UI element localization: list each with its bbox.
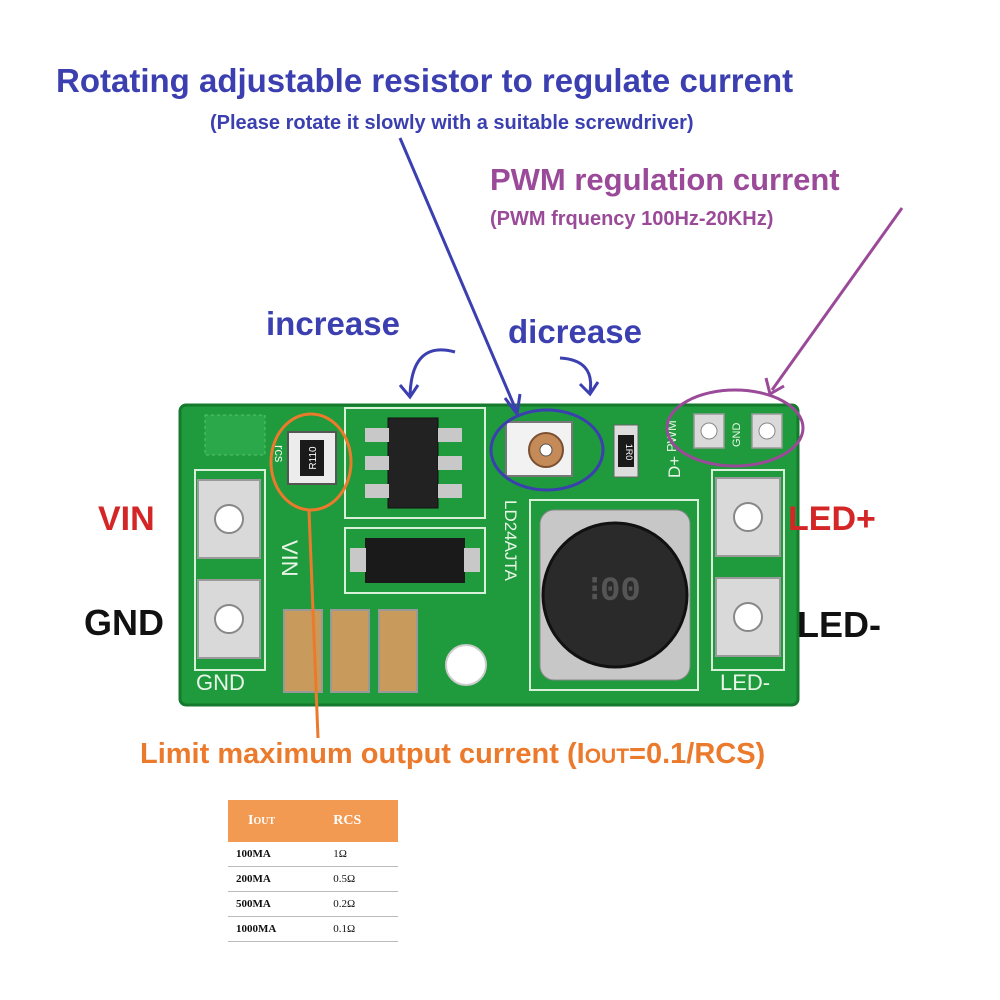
title-annotation: Rotating adjustable resistor to regulate… bbox=[56, 62, 794, 99]
diode bbox=[365, 538, 465, 583]
ic-pin bbox=[438, 484, 462, 498]
inductor-marking: ⁝00 bbox=[589, 573, 641, 611]
highlight-rcs bbox=[269, 412, 353, 512]
ic-pin bbox=[438, 428, 462, 442]
table-cell-rcs: 0.2Ω bbox=[313, 891, 398, 917]
table-header-iout: IOUT bbox=[228, 800, 314, 842]
increase-arrow bbox=[408, 348, 456, 396]
subtitle-annotation: (Please rotate it slowly with a suitable… bbox=[210, 112, 694, 134]
silk-led-minus: LED- bbox=[720, 670, 770, 695]
table-header-rcs: RCS bbox=[313, 800, 398, 842]
limit-suffix: =0.1/RCS) bbox=[629, 738, 766, 770]
table-row: 200MA 0.5Ω bbox=[228, 866, 398, 892]
table-cell-iout: 1000MA bbox=[228, 916, 314, 942]
ic-pin bbox=[365, 428, 389, 442]
led-minus-label: LED- bbox=[797, 604, 881, 645]
table-row: 100MA 1Ω bbox=[228, 842, 398, 867]
decrease-label: dicrease bbox=[508, 313, 642, 350]
pwm-pad-hole bbox=[700, 422, 718, 440]
vin-label: VIN bbox=[98, 500, 155, 538]
gnd-pad-hole bbox=[214, 604, 244, 634]
gnd-label: GND bbox=[84, 602, 164, 643]
rcs-resistor-code: R110 bbox=[308, 446, 319, 470]
table-row: 1000MA 0.1Ω bbox=[228, 916, 398, 942]
highlight-pwm bbox=[665, 388, 805, 468]
rcs-resistor-body bbox=[300, 440, 324, 476]
diode-pad bbox=[350, 548, 366, 572]
rcs-table: IOUT RCS 100MA 1Ω 200MA 0.5Ω 500MA 0.2Ω … bbox=[228, 800, 398, 942]
limit-current-annotation: Limit maximum output current (IOUT=0.1/R… bbox=[140, 738, 765, 771]
decrease-arrowhead bbox=[578, 381, 600, 397]
silk-gnd: GND bbox=[196, 670, 245, 695]
silk-outline-left bbox=[194, 469, 266, 671]
decrease-arrow bbox=[559, 356, 593, 393]
ic-chip bbox=[387, 417, 439, 509]
mounting-hole bbox=[445, 644, 487, 686]
pwm-title-annotation: PWM regulation current bbox=[490, 162, 840, 197]
small-resistor-code: 1R0 bbox=[624, 444, 634, 461]
increase-label: increase bbox=[266, 305, 400, 342]
silk-d-plus: D+ bbox=[665, 456, 684, 478]
diode-pad bbox=[464, 548, 480, 572]
gnd-pad bbox=[197, 579, 261, 659]
table-cell-rcs: 0.1Ω bbox=[313, 916, 398, 942]
small-resistor-body bbox=[618, 435, 634, 467]
highlight-potentiometer bbox=[489, 408, 605, 492]
ic-pin bbox=[365, 456, 389, 470]
capacitor bbox=[378, 609, 418, 693]
pointer-line-purple bbox=[770, 207, 904, 391]
ic-pin bbox=[365, 484, 389, 498]
table-cell-rcs: 1Ω bbox=[313, 842, 398, 867]
potentiometer-slot bbox=[539, 443, 553, 457]
vin-pad-hole bbox=[214, 504, 244, 534]
silk-outline-ic bbox=[344, 407, 486, 519]
silk-vin: VIN bbox=[277, 540, 302, 577]
led-plus-label: LED+ bbox=[788, 500, 876, 538]
led-plus-pad-hole bbox=[733, 502, 763, 532]
pointer-line-blue bbox=[398, 137, 518, 411]
table-header-row: IOUT RCS bbox=[228, 800, 398, 842]
inductor bbox=[541, 521, 689, 669]
silk-outline-inductor bbox=[529, 499, 699, 691]
pointer-arrowhead-blue bbox=[503, 393, 522, 418]
silk-rcs: rcs bbox=[272, 445, 287, 463]
pwm-subtitle-annotation: (PWM frquency 100Hz-20KHz) bbox=[490, 208, 774, 230]
capacitor bbox=[330, 609, 370, 693]
table-cell-iout: 100MA bbox=[228, 842, 314, 867]
table-cell-iout: 500MA bbox=[228, 891, 314, 917]
limit-subscript: OUT bbox=[584, 745, 630, 768]
silk-part-number: LD24AJTA bbox=[501, 500, 520, 582]
silk-outline-diode bbox=[344, 527, 486, 594]
led-minus-pad-hole bbox=[733, 602, 763, 632]
pcb-hatch bbox=[204, 414, 266, 456]
ic-pin bbox=[438, 456, 462, 470]
table-cell-iout: 200MA bbox=[228, 866, 314, 892]
silk-gnd-small: GND bbox=[731, 423, 743, 448]
table-cell-rcs: 0.5Ω bbox=[313, 866, 398, 892]
increase-arrowhead bbox=[398, 384, 420, 400]
pointer-line-orange bbox=[307, 509, 320, 739]
silk-outline-right bbox=[711, 469, 785, 671]
limit-prefix: Limit maximum output current (I bbox=[140, 738, 585, 770]
table-row: 500MA 0.2Ω bbox=[228, 891, 398, 917]
gnd-small-pad-hole bbox=[758, 422, 776, 440]
